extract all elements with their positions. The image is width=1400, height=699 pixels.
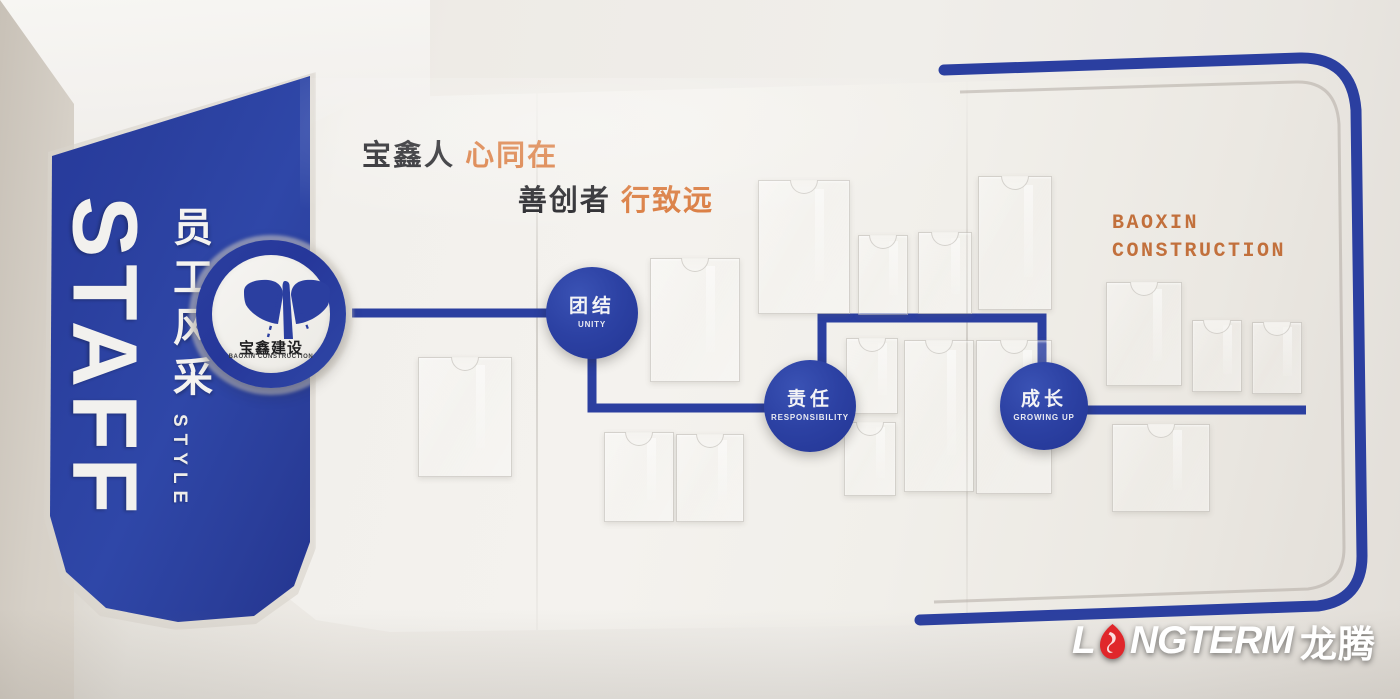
acrylic-photo-pocket bbox=[1192, 320, 1242, 392]
pocket-glint bbox=[1024, 184, 1033, 278]
node-growing-en: GROWING UP bbox=[1013, 412, 1075, 422]
node-unity-cn: 团结 bbox=[568, 296, 615, 318]
connector-unity-to-responsibility bbox=[587, 345, 782, 413]
slogan-line2-dark: 善创者 bbox=[517, 184, 611, 217]
slogan-line-2: 善创者 行致远 bbox=[362, 179, 722, 224]
acrylic-photo-pocket bbox=[904, 340, 974, 492]
baoxin-title-line1: BAOXIN bbox=[1112, 212, 1200, 235]
pocket-glint bbox=[889, 240, 898, 296]
acrylic-photo-pocket bbox=[846, 338, 898, 414]
pocket-glint bbox=[1283, 327, 1292, 377]
milestone-node-unity: 团结 UNITY bbox=[546, 267, 638, 359]
longterm-watermark: L NGTERM 龙腾 bbox=[1072, 614, 1376, 668]
watermark-letter-l: L bbox=[1072, 619, 1096, 662]
node-responsibility-cn: 责任 bbox=[786, 389, 833, 411]
acrylic-photo-pocket bbox=[650, 258, 740, 382]
acrylic-photo-pocket bbox=[418, 357, 512, 477]
pocket-glint bbox=[706, 266, 715, 352]
acrylic-photo-pocket bbox=[978, 176, 1052, 310]
acrylic-photo-pocket bbox=[604, 432, 674, 522]
node-responsibility-en: RESPONSIBILITY bbox=[771, 412, 849, 422]
company-logo-medallion: 宝鑫建设 BAOXIN CONSTRUCTION bbox=[189, 235, 353, 395]
pocket-glint bbox=[718, 440, 727, 501]
acrylic-photo-pocket bbox=[676, 434, 744, 522]
dragon-drop-icon bbox=[1099, 623, 1125, 659]
slogan-line1-accent: 心同在 bbox=[465, 140, 559, 172]
slogan-line1-dark: 宝鑫人 bbox=[362, 140, 456, 172]
acrylic-photo-pocket bbox=[758, 180, 850, 314]
baoxin-title-line2: CONSTRUCTION bbox=[1112, 240, 1287, 263]
watermark-brand-cn: 龙腾 bbox=[1299, 624, 1376, 665]
staff-subtitle-en: STYLE bbox=[169, 414, 190, 511]
pocket-glint bbox=[951, 237, 960, 294]
pocket-glint bbox=[476, 365, 485, 448]
node-unity-en: UNITY bbox=[578, 319, 606, 329]
watermark-letters-rest: NGTERM bbox=[1129, 619, 1294, 662]
node-growing-cn: 成长 bbox=[1020, 389, 1067, 411]
staff-title-en: STAFF bbox=[53, 196, 156, 521]
acrylic-photo-pocket bbox=[858, 235, 908, 315]
pocket-glint bbox=[1173, 430, 1182, 491]
acrylic-photo-pocket bbox=[1252, 322, 1302, 394]
milestone-node-responsibility: 责任 RESPONSIBILITY bbox=[764, 360, 856, 452]
board-seam-1 bbox=[536, 72, 538, 632]
milestone-node-growing-up: 成长 GROWING UP bbox=[1000, 362, 1088, 450]
pocket-glint bbox=[947, 350, 956, 455]
logo-white-disc: 宝鑫建设 BAOXIN CONSTRUCTION bbox=[212, 255, 330, 373]
slogan-block: 宝鑫人 心同在 善创者 行致远 bbox=[362, 134, 722, 224]
floor-gradient bbox=[0, 609, 1400, 699]
baoxin-construction-title: BAOXIN CONSTRUCTION bbox=[1112, 212, 1286, 263]
pocket-glint bbox=[815, 188, 824, 282]
logo-company-cn: 宝鑫建设 bbox=[238, 340, 303, 357]
logo-company-en: BAOXIN CONSTRUCTION bbox=[228, 354, 314, 360]
acrylic-photo-pocket bbox=[1112, 424, 1210, 512]
slogan-line2-accent: 行致远 bbox=[620, 184, 714, 217]
pocket-glint bbox=[647, 438, 656, 500]
slogan-line-1: 宝鑫人 心同在 bbox=[362, 134, 722, 179]
blue-frame-outline bbox=[914, 52, 1368, 626]
pocket-glint bbox=[876, 427, 885, 478]
pocket-glint bbox=[878, 343, 887, 396]
pocket-glint bbox=[1223, 325, 1232, 375]
acrylic-photo-pocket bbox=[918, 232, 972, 314]
acrylic-photo-pocket bbox=[1106, 282, 1182, 386]
board-inner-edge bbox=[933, 80, 1346, 604]
pocket-glint bbox=[1153, 289, 1162, 361]
road-emblem-icon bbox=[244, 279, 330, 339]
acrylic-photo-pocket bbox=[844, 422, 896, 496]
